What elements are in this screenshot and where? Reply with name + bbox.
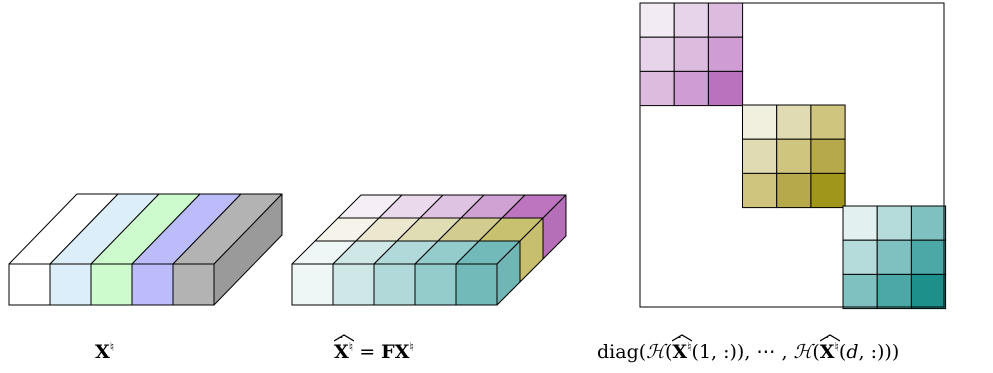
layer-front-cell bbox=[332, 263, 375, 306]
matrix-frame-outline bbox=[639, 2, 945, 308]
block-cell bbox=[742, 138, 778, 174]
block-cell bbox=[876, 273, 912, 310]
block-cell bbox=[842, 239, 878, 275]
block-cell bbox=[707, 70, 744, 107]
block-cell bbox=[910, 239, 947, 275]
block-cell bbox=[639, 70, 675, 107]
block-cell bbox=[910, 273, 947, 310]
x-natural-tensor bbox=[8, 193, 283, 306]
block-cell bbox=[776, 104, 812, 140]
block-cell bbox=[842, 273, 878, 310]
slab-front-face bbox=[8, 263, 51, 306]
block-cell bbox=[742, 172, 778, 209]
block-cell bbox=[810, 138, 846, 174]
block-cell bbox=[910, 205, 947, 241]
block-cell bbox=[639, 2, 675, 38]
block-diagonal-matrix bbox=[639, 2, 947, 310]
block-cell bbox=[673, 70, 709, 107]
slab-front-face bbox=[131, 263, 174, 306]
caption-x-natural: X♮ bbox=[95, 340, 115, 363]
block-cell bbox=[876, 205, 912, 241]
layer-front-cell bbox=[414, 263, 457, 306]
caption-block-diag: diag(ℋ(X♮(1, :)), ⋯ , ℋ(X♮(d, :))) bbox=[597, 334, 899, 362]
slab-front-face bbox=[49, 263, 92, 306]
block-cell bbox=[876, 239, 912, 275]
block-cell bbox=[673, 2, 709, 38]
layer-front-cell bbox=[373, 263, 416, 306]
slab-front-face bbox=[172, 263, 215, 306]
x-hat-tensor bbox=[291, 194, 567, 306]
block-cell bbox=[639, 36, 675, 72]
block-cell bbox=[707, 2, 744, 38]
caption-x-hat: X♮ = FX♮ bbox=[334, 334, 414, 362]
block-cell bbox=[776, 138, 812, 174]
block-cell bbox=[810, 172, 846, 209]
block-cell bbox=[776, 172, 812, 209]
layer-front-cell bbox=[455, 263, 498, 306]
block-cell bbox=[707, 36, 744, 72]
block-cell bbox=[810, 104, 846, 140]
slab-front-face bbox=[90, 263, 133, 306]
block-cell bbox=[742, 104, 778, 140]
layer-front-cell bbox=[291, 263, 334, 306]
block-cell bbox=[673, 36, 709, 72]
block-cell bbox=[842, 205, 878, 241]
